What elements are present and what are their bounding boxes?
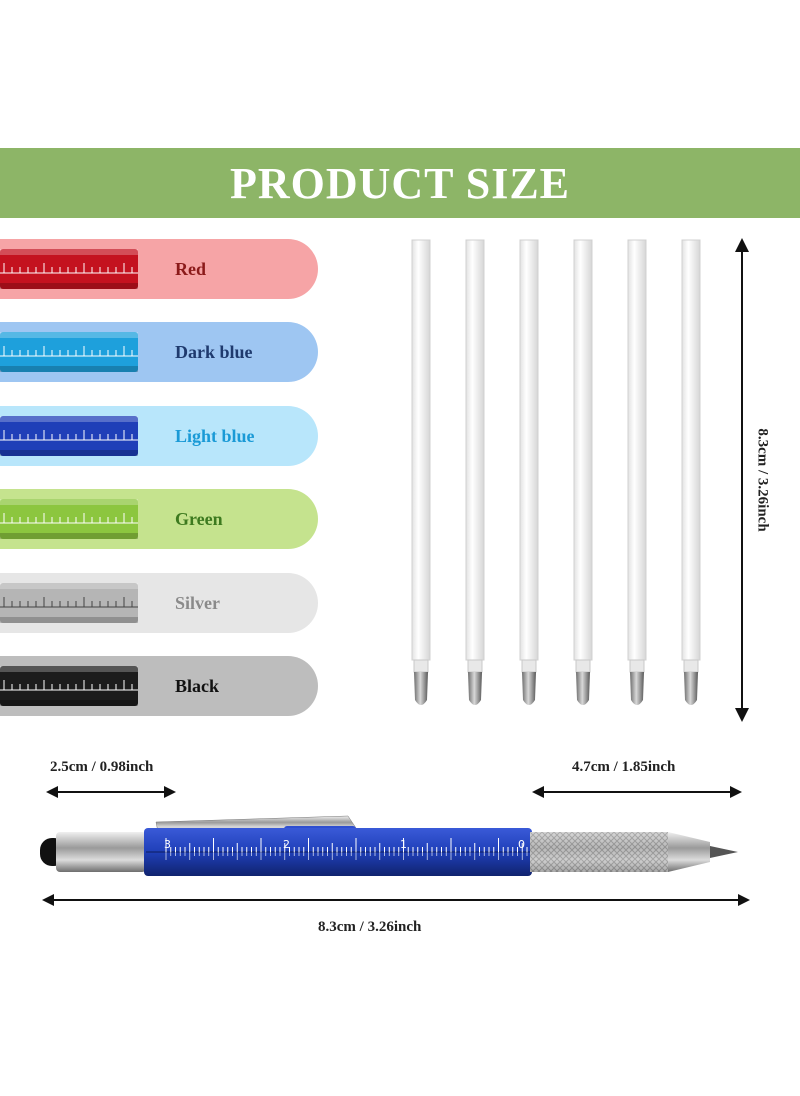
tip-length-arrow	[532, 786, 742, 798]
tip-length-label: 4.7cm / 1.85inch	[572, 759, 676, 775]
refill-height-label: 8.3cm / 3.26inch	[754, 428, 771, 532]
ruler-number: 1	[400, 838, 407, 851]
swatch-pen-image	[0, 332, 138, 372]
swatch-label: Red	[175, 259, 206, 279]
swatch-label: Black	[175, 676, 220, 696]
banner-title: PRODUCT SIZE	[229, 158, 571, 208]
ruler-number: 0	[518, 838, 525, 851]
stylus-length-arrow	[46, 786, 176, 798]
swatch-pen-image	[0, 666, 138, 706]
swatch-red: Red	[0, 239, 318, 299]
swatch-dark-blue: Dark blue	[0, 322, 318, 382]
swatch-black: Black	[0, 656, 318, 716]
swatch-label: Light blue	[175, 426, 255, 446]
product-size-banner: PRODUCT SIZE	[0, 148, 800, 218]
swatch-silver: Silver	[0, 573, 318, 633]
swatch-label: Green	[175, 509, 223, 529]
refill-height-arrow	[735, 238, 749, 722]
swatch-label: Silver	[175, 593, 220, 613]
swatch-pen-image	[0, 249, 138, 289]
swatch-green: Green	[0, 489, 318, 549]
refill-group	[411, 239, 701, 705]
stylus-length-label: 2.5cm / 0.98inch	[50, 759, 154, 775]
swatch-label: Dark blue	[175, 342, 253, 362]
swatch-pen-image	[0, 583, 138, 623]
swatch-pen-image	[0, 499, 138, 539]
total-length-label: 8.3cm / 3.26inch	[318, 919, 422, 935]
swatch-pen-image	[0, 416, 138, 456]
ruler-number: 2	[283, 838, 290, 851]
total-length-arrow	[42, 894, 750, 906]
multitool-pen-image: 3 2 1 0	[40, 815, 738, 876]
swatch-light-blue: Light blue	[0, 406, 318, 466]
ruler-number: 3	[164, 838, 171, 851]
